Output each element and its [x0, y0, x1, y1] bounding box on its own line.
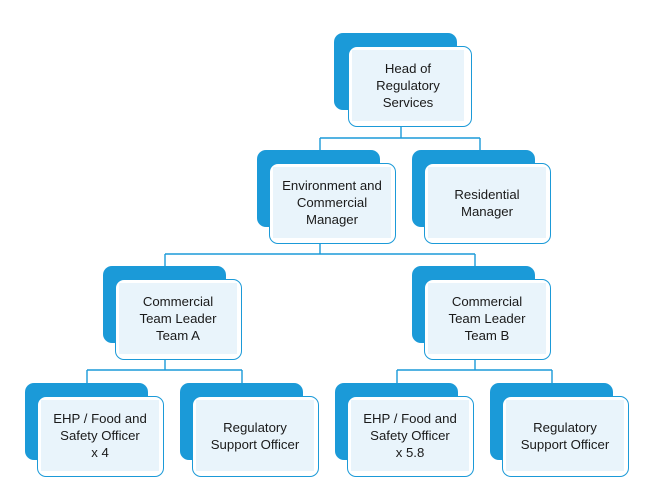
- node-label: Head of Regulatory Services: [352, 50, 464, 121]
- label-line: Commercial: [296, 195, 368, 210]
- label-line: Safety Officer: [370, 428, 450, 443]
- label-line: Team Leader: [448, 311, 526, 326]
- node-label: EHP / Food and Safety Officer x 4: [41, 400, 159, 471]
- label-line: Manager: [460, 203, 514, 219]
- connector-head-to-managers: [319, 126, 481, 150]
- node-label: Regulatory Support Officer: [506, 400, 624, 471]
- label-line: Manager: [305, 212, 359, 227]
- label-line: Team Leader: [139, 311, 217, 326]
- connector-manager-to-leaders: [164, 243, 476, 266]
- label-line: Team A: [156, 328, 200, 343]
- label-line: Regulatory: [376, 78, 440, 93]
- node-label: Commercial Team Leader Team A: [119, 283, 237, 354]
- label-line: x 4: [91, 445, 109, 460]
- label-line: Environment and: [282, 178, 382, 193]
- connector-leader-a-to-staff: [86, 359, 243, 383]
- label-line: Commercial: [142, 294, 214, 309]
- label-line: Safety Officer: [60, 428, 140, 443]
- node-label: Residential Manager: [428, 167, 546, 238]
- label-line: Regulatory: [533, 419, 597, 435]
- node-label: Regulatory Support Officer: [196, 400, 314, 471]
- label-line: Support Officer: [210, 436, 300, 452]
- label-line: EHP / Food and: [363, 411, 457, 426]
- label-line: Services: [382, 95, 434, 110]
- label-line: x 5.8: [395, 445, 425, 460]
- connector-leader-b-to-staff: [396, 359, 553, 383]
- label-line: Team B: [464, 328, 510, 343]
- label-line: Commercial: [451, 294, 523, 309]
- label-line: Support Officer: [520, 436, 610, 452]
- node-label: Commercial Team Leader Team B: [428, 283, 546, 354]
- label-line: Head of: [384, 61, 432, 76]
- label-line: Regulatory: [223, 419, 287, 435]
- label-line: EHP / Food and: [53, 411, 147, 426]
- node-label: Environment and Commercial Manager: [273, 167, 391, 238]
- label-line: Residential: [454, 186, 520, 202]
- node-label: EHP / Food and Safety Officer x 5.8: [351, 400, 469, 471]
